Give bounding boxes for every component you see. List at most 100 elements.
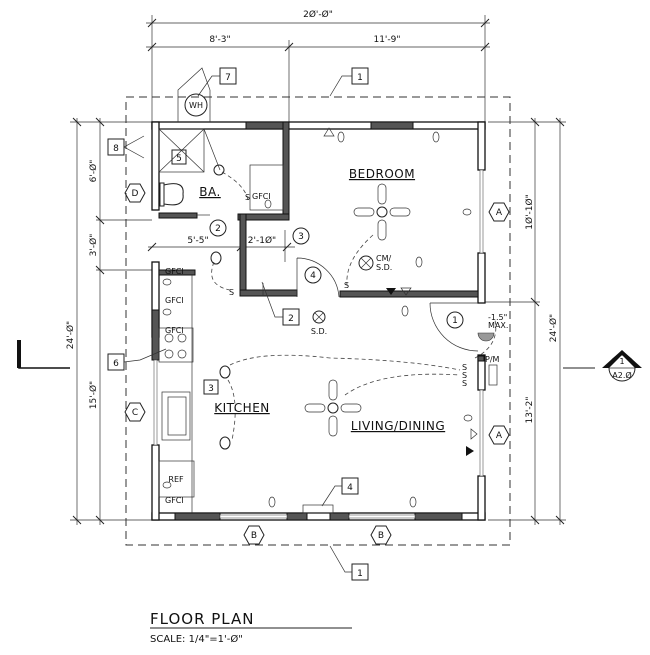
switch-symbol: S: [229, 288, 234, 297]
phone-jack-icon: [323, 127, 335, 137]
threshold-hatch-icon: [477, 332, 495, 342]
svg-text:1: 1: [452, 316, 458, 326]
gfci-label: GFCI: [165, 326, 184, 335]
switch-symbol: S: [344, 281, 349, 290]
gfci-label: GFCI: [165, 496, 184, 505]
svg-text:7: 7: [225, 73, 231, 83]
svg-text:B: B: [378, 531, 384, 541]
keynote-tag: 6: [107, 348, 167, 371]
co-smoke-label: S.D.: [376, 263, 392, 272]
keynote-tag: 1: [329, 545, 369, 581]
svg-text:8: 8: [113, 144, 119, 154]
keynote-tag: 5: [171, 149, 187, 165]
door-tag: 1: [446, 311, 464, 329]
room-label-kitchen: KITCHEN: [214, 401, 270, 415]
drawing-scale: SCALE: 1/4"=1'-Ø": [150, 633, 243, 645]
window-tag: C: [124, 402, 146, 422]
phone-jack-icon: [400, 287, 412, 296]
room-label-bath: BA.: [199, 185, 221, 199]
data-jack-icon: [386, 288, 396, 295]
section-cut-line: [18, 340, 70, 369]
refrigerator-label: REF: [168, 475, 184, 484]
ceiling-fan-icon: [304, 379, 362, 437]
section-sheet: A2.Ø: [612, 370, 631, 380]
drawing-title: FLOOR PLAN: [150, 610, 254, 628]
svg-text:A: A: [496, 208, 503, 218]
keynote-tag: 1: [329, 67, 369, 97]
window-tag: B: [243, 525, 265, 545]
dim-living-depth: 13'-2": [525, 396, 535, 423]
bath-vanity: [249, 164, 284, 211]
dimension-top: 2Ø'-Ø" 8'-3" 11'-9": [146, 9, 490, 123]
doors: [197, 214, 479, 352]
dim-overall-depth-right: 24'-Ø": [548, 314, 559, 342]
svg-text:A: A: [496, 431, 503, 441]
panel-box: [488, 364, 498, 386]
dimension-right: 1Ø'-1Ø" 13'-2" 24'-Ø": [478, 117, 566, 525]
dimension-left: 24'-Ø" 6'-Ø" 3'-Ø" 15'-Ø": [65, 117, 152, 525]
keynote-tag: 4: [302, 477, 359, 514]
switch-symbol: S: [462, 379, 467, 388]
threshold-label: -1.5": [488, 313, 507, 322]
phone-jack-icon: [470, 428, 478, 440]
dim-bath-depth: 6'-Ø": [88, 160, 99, 183]
svg-text:3: 3: [208, 384, 214, 394]
svg-text:2: 2: [288, 314, 294, 324]
dim-kitchen-depth: 15'-Ø": [88, 381, 99, 409]
window-tag: B: [370, 525, 392, 545]
window-tag: D: [124, 183, 146, 203]
keynote-tag: 7: [197, 67, 237, 97]
section-marker: 1 A2.Ø: [563, 350, 642, 382]
room-label-living-dining: LIVING/DINING: [351, 419, 445, 433]
gfci-label: GFCI: [165, 267, 184, 276]
door-tag: 3: [292, 227, 310, 245]
svg-text:3: 3: [298, 232, 304, 242]
svg-text:B: B: [251, 531, 257, 541]
smoke-detector: S.D.: [311, 310, 327, 336]
gfci-label: GFCI: [252, 192, 271, 201]
light-fixture-icon: [210, 164, 231, 450]
door-tag: 4: [304, 266, 322, 284]
keynote-tag: 8: [107, 135, 145, 159]
svg-text:2: 2: [215, 224, 221, 234]
svg-text:C: C: [132, 408, 138, 418]
dim-overall-width: 2Ø'-Ø": [303, 9, 333, 20]
section-cut-mark: [17, 340, 21, 368]
co-smoke-label: CM/: [376, 254, 391, 263]
interior-walls: [158, 121, 479, 298]
dim-right-width: 11'-9": [373, 35, 400, 45]
switch-symbol: S: [462, 363, 467, 372]
water-heater-label: WH: [189, 101, 203, 110]
smoke-detector-label: S.D.: [311, 327, 327, 336]
water-heater: WH: [177, 67, 211, 122]
svg-text:5: 5: [176, 154, 182, 164]
keynote-tag: 2: [261, 281, 300, 326]
svg-text:4: 4: [310, 271, 316, 281]
dim-bedroom-depth: 1Ø'-1Ø": [524, 194, 535, 229]
exterior-walls: [151, 121, 486, 521]
panel-label: P/M: [485, 355, 500, 364]
panel-marker: [477, 355, 485, 362]
dim-left-width: 8'-3": [209, 35, 230, 45]
dim-hall-depth: 3'-Ø": [88, 234, 99, 257]
co-smoke-detector: CM/ S.D.: [358, 254, 392, 272]
ceiling-fan-icon: [353, 183, 411, 241]
kitchen-counter: REF: [158, 275, 195, 513]
svg-text:6: 6: [113, 359, 119, 369]
switch-wiring: S S S S S S: [211, 171, 497, 441]
window-tag: A: [488, 202, 510, 222]
svg-text:1: 1: [357, 569, 363, 579]
data-jack-icon: [466, 446, 474, 456]
switch-symbol: S: [245, 193, 250, 202]
switch-symbol: S: [462, 371, 467, 380]
dim-closet-width: 2'-1Ø": [248, 235, 276, 246]
door-tag: 2: [209, 219, 227, 237]
dim-hall-width: 5'-5": [187, 236, 208, 246]
svg-text:D: D: [132, 189, 139, 199]
svg-text:1: 1: [357, 73, 363, 83]
room-label-bedroom: BEDROOM: [349, 167, 415, 181]
shower: [158, 128, 221, 173]
outlet-icon: [162, 131, 473, 508]
gfci-label: GFCI: [165, 296, 184, 305]
